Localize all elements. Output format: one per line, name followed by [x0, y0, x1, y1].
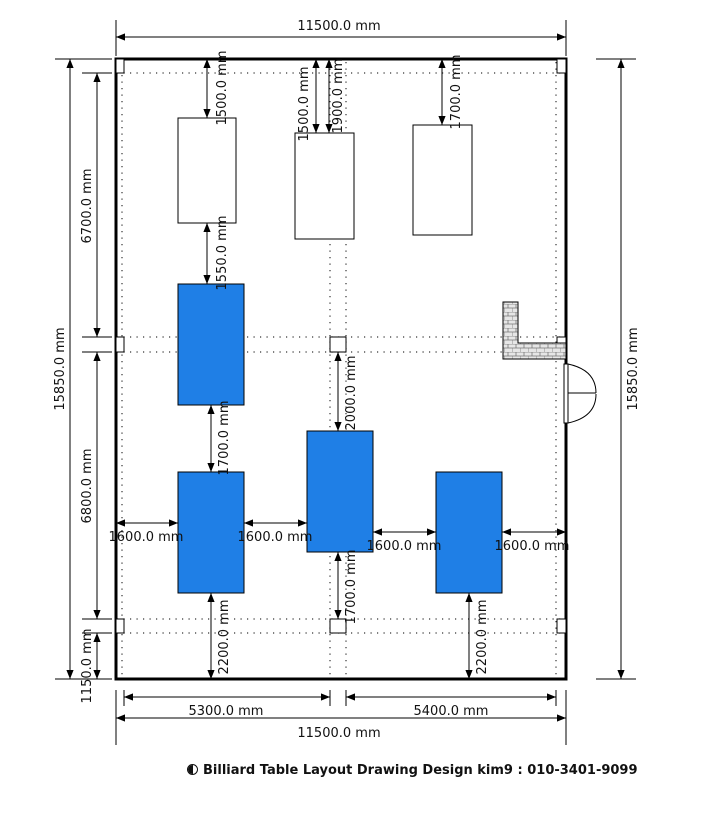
dim-left-height: 15850.0 mm: [53, 327, 68, 410]
billiard-table: [177, 283, 245, 406]
white-table: [177, 117, 237, 224]
dim-side-left: 1600.0 mm: [109, 530, 184, 545]
counter-l-shape: [502, 301, 567, 360]
dim-gap-left-col: 1700.0 mm: [217, 401, 232, 476]
dim-t3-top: 1700.0 mm: [449, 55, 464, 130]
billiard-table: [435, 471, 503, 594]
blue-tables: [177, 283, 503, 594]
dim-top-width: 11500.0 mm: [297, 19, 380, 34]
dim-between-2: 1600.0 mm: [367, 539, 442, 554]
dim-t2-top-b: 1900.0 mm: [331, 59, 346, 134]
dim-left-middle: 6800.0 mm: [80, 449, 95, 524]
dim-gap-center-top: 2000.0 mm: [344, 356, 359, 431]
white-table: [412, 124, 473, 236]
dim-bottom-gap-left: 2200.0 mm: [217, 600, 232, 675]
dim-gap-upper-left: 1550.0 mm: [215, 216, 230, 291]
dim-between-1: 1600.0 mm: [238, 530, 313, 545]
white-tables: [177, 117, 473, 240]
dimension-lines: [66, 33, 625, 722]
grid-lines: [117, 62, 563, 676]
dim-bottom-left: 5300.0 mm: [189, 704, 264, 719]
billiard-table: [306, 430, 374, 553]
column-markers: [115, 58, 567, 634]
dim-gap-center-bottom: 1700.0 mm: [344, 550, 359, 625]
footer-text: Billiard Table Layout Drawing Design kim…: [203, 763, 638, 778]
dim-t2-top-a: 1500.0 mm: [297, 67, 312, 142]
dim-side-right: 1600.0 mm: [495, 539, 570, 554]
door-icon: [563, 363, 597, 424]
dim-left-upper: 6700.0 mm: [80, 169, 95, 244]
half-filled-circle-icon: [187, 764, 198, 775]
dim-right-height: 15850.0 mm: [626, 327, 641, 410]
dim-t1-top: 1500.0 mm: [215, 51, 230, 126]
dim-bottom-gap-right: 2200.0 mm: [475, 600, 490, 675]
dim-left-lower: 1150.0 mm: [80, 629, 95, 704]
dim-bottom-width: 11500.0 mm: [297, 726, 380, 741]
billiard-table: [177, 471, 245, 594]
dim-bottom-right: 5400.0 mm: [414, 704, 489, 719]
footer-credit: Billiard Table Layout Drawing Design kim…: [187, 763, 638, 778]
white-table: [294, 132, 355, 240]
